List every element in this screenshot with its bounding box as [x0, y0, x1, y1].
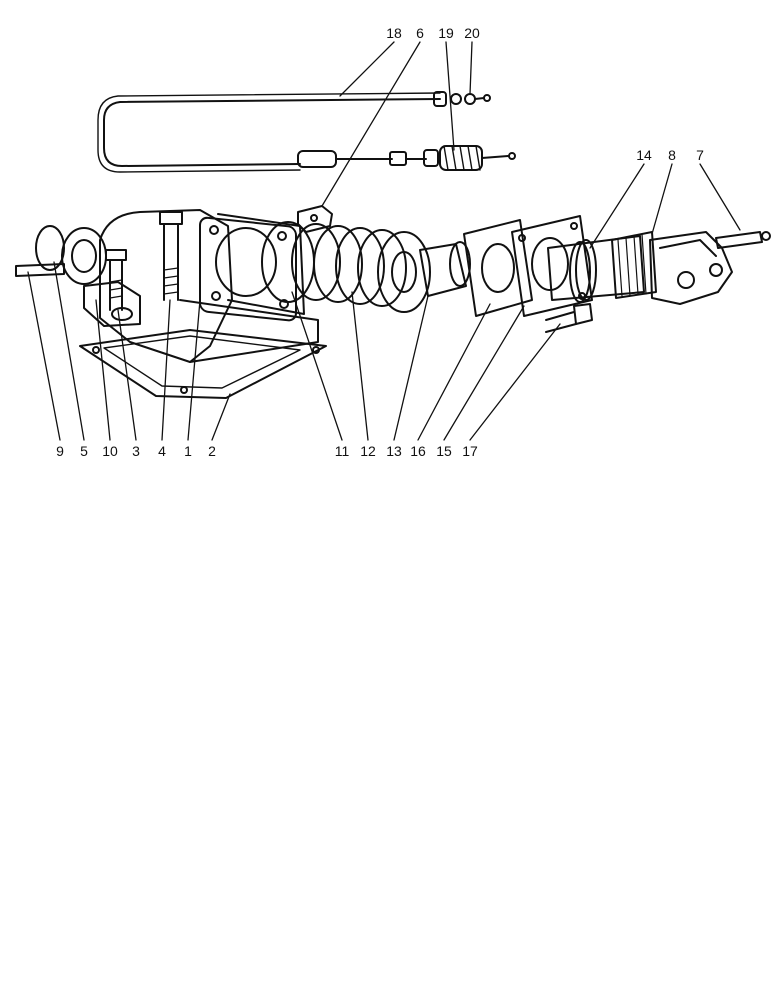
- callout-label: 3: [132, 443, 140, 459]
- callout-label: 12: [360, 443, 376, 459]
- callout-label: 10: [102, 443, 118, 459]
- bolt-parts: [105, 211, 183, 311]
- shaft-assembly: [547, 231, 771, 305]
- bolt-17-part: [545, 303, 593, 333]
- callout-label: 13: [386, 443, 402, 459]
- callout-label: 9: [56, 443, 64, 459]
- callout-label: 15: [436, 443, 452, 459]
- seal-stack: [261, 221, 471, 313]
- cable-assembly: [97, 91, 516, 173]
- callout-label: 5: [80, 443, 88, 459]
- callout-label: 6: [416, 25, 424, 41]
- flange-plates: [463, 215, 593, 317]
- callout-label: 17: [462, 443, 478, 459]
- callout-label: 1: [184, 443, 192, 459]
- callout-label: 11: [335, 443, 350, 459]
- callout-label: 7: [696, 147, 704, 163]
- callout-label: 16: [410, 443, 426, 459]
- callouts-bottom: 9 5 10 3 4 1 2 11 12 13 16 15 17: [56, 443, 478, 459]
- callout-label: 2: [208, 443, 216, 459]
- callouts-top: 18 6 19 20: [386, 25, 480, 41]
- callout-label: 19: [438, 25, 454, 41]
- callout-label: 18: [386, 25, 402, 41]
- callouts-right: 14 8 7: [636, 147, 704, 163]
- gasket-part: [79, 329, 327, 399]
- leader-lines: [27, 41, 741, 441]
- callout-label: 20: [464, 25, 480, 41]
- callout-label: 8: [668, 147, 676, 163]
- callout-label: 14: [636, 147, 652, 163]
- callout-label: 4: [158, 443, 166, 459]
